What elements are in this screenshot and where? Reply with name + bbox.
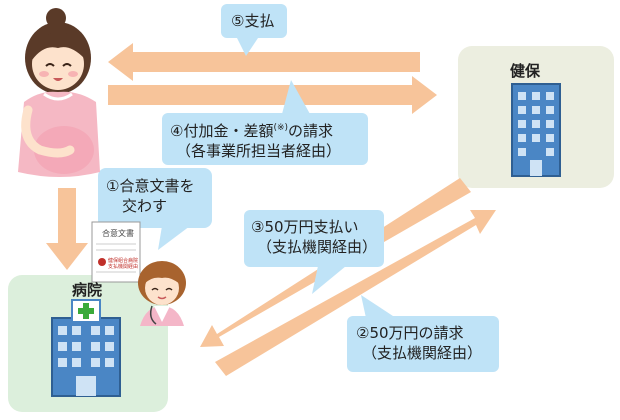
step1-line1: ①合意文書を	[106, 177, 195, 195]
step4-tail: の請求	[288, 122, 334, 140]
step2-text: ②50万円の請求 （支払機関経由）	[356, 323, 482, 363]
callout-step1	[98, 168, 212, 250]
step5-text: ⑤支払	[231, 11, 274, 31]
arrow-payment-to-mother	[108, 43, 420, 81]
step5-line1: ⑤支払	[231, 12, 275, 30]
callout-step4	[162, 80, 368, 165]
kenpo-label: 健保	[510, 62, 541, 80]
hospital-building-icon	[51, 299, 121, 397]
step1-line2: 交わす	[122, 197, 168, 215]
step2-line2: （支払機関経由）	[362, 344, 483, 362]
nurse-illustration	[138, 261, 186, 326]
step1-text: ①合意文書を 交わす	[106, 176, 194, 216]
stamp-line-2: 支払機関経由	[108, 264, 139, 270]
step4-mark: (※)	[273, 123, 289, 133]
agreement-document-icon	[91, 221, 141, 283]
step3-line2: （支払機関経由）	[257, 238, 378, 256]
step4-main: ④付加金・差額	[170, 122, 274, 140]
callout-step5	[221, 4, 287, 56]
stamp-line-1: 健保組合病院	[108, 258, 139, 264]
callout-step2	[347, 295, 499, 372]
step3-text: ③50万円支払い （支払機関経由）	[251, 217, 377, 257]
hospital-label: 病院	[72, 281, 103, 299]
callout-step3	[244, 210, 384, 294]
arrow-claim-to-kenpo	[108, 76, 437, 114]
document-stamp: 健保組合病院 支払機関経由	[108, 258, 138, 270]
pregnant-woman-illustration	[18, 8, 100, 177]
step4-line2: （各事業所担当者経由）	[176, 142, 342, 160]
arrow-mother-to-hospital	[46, 188, 88, 270]
step3-line1: ③50万円支払い	[251, 218, 359, 236]
kenpo-building-icon	[511, 83, 561, 177]
document-title: 合意文書	[102, 229, 134, 238]
arrow-claim-to-kenpo-2	[215, 210, 496, 376]
step4-text: ④付加金・差額(※)の請求 （各事業所担当者経由）	[170, 118, 341, 161]
step2-line1: ②50万円の請求	[356, 324, 464, 342]
step4-line1: ④付加金・差額(※)の請求	[170, 118, 341, 141]
